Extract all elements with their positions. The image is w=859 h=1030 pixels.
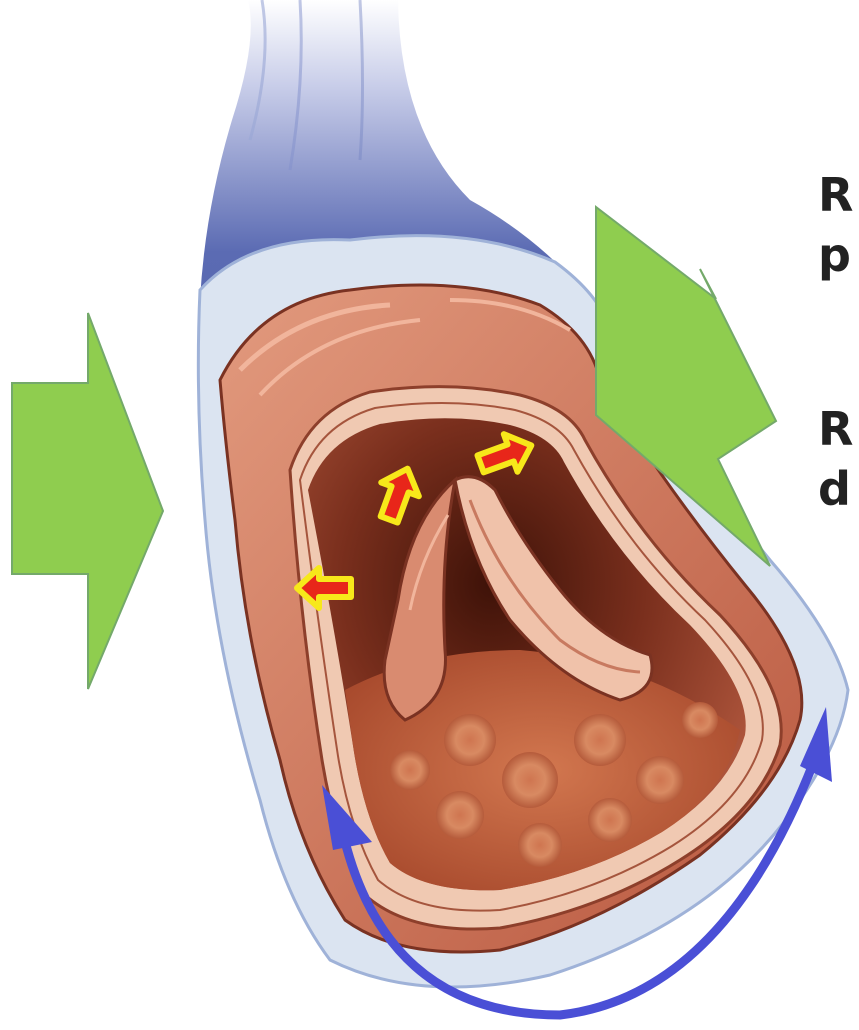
side-label-line-2: p <box>818 228 851 282</box>
left-pressure-arrow <box>12 313 163 689</box>
side-label-line-4: d <box>818 462 851 516</box>
side-label-line-1: R <box>818 168 853 222</box>
side-label-line-3: R <box>818 402 853 456</box>
